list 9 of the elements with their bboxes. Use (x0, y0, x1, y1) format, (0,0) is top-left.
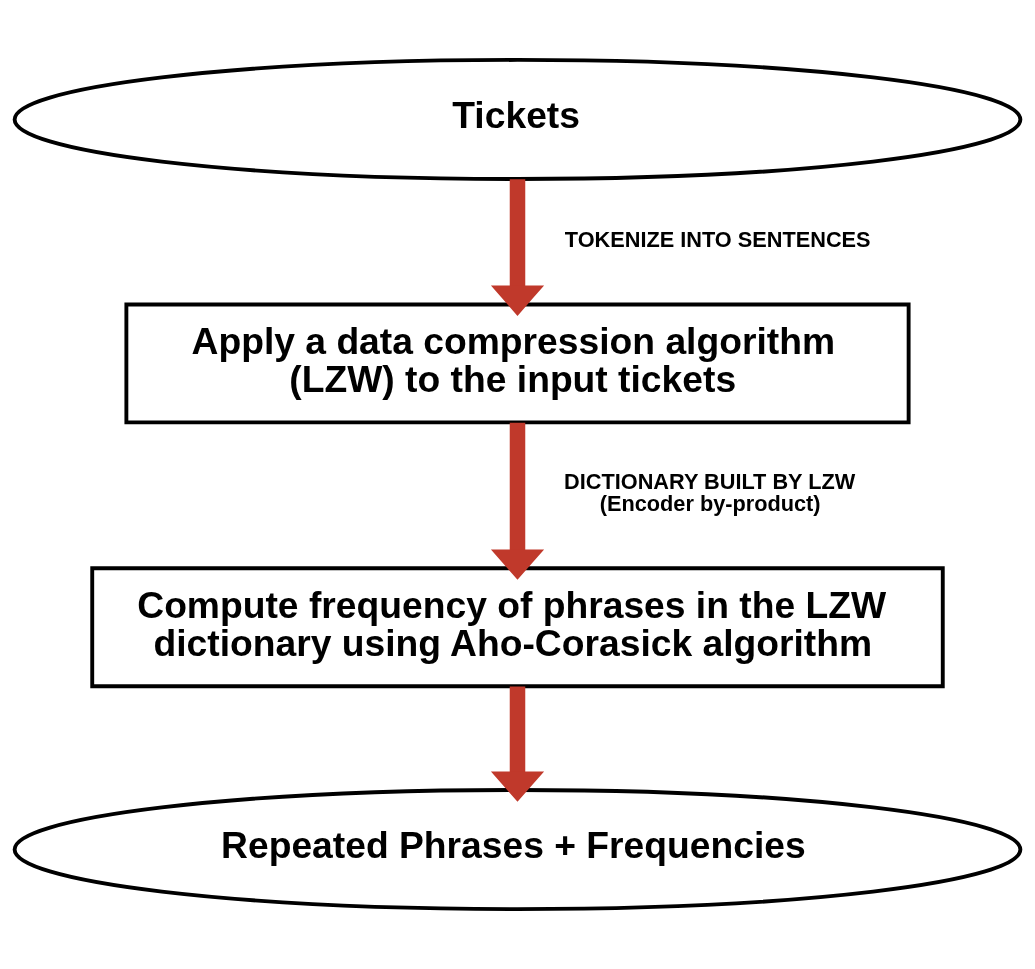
arrow (490, 686, 545, 802)
edge-label: TOKENIZE INTO SENTENCES (564, 226, 871, 252)
node-ellipse: Tickets (12, 58, 1023, 181)
arrow (490, 179, 545, 316)
node-box: Compute frequency of phrases in the LZW dictionary using Aho-Corasick algorithm (90, 566, 945, 689)
node-box: Apply a data compression algorithm (LZW) to the input tickets (124, 302, 911, 425)
node-ellipse: Repeated Phrases + Frequencies (12, 788, 1023, 912)
edge-label: DICTIONARY BUILT BY LZW (Encoder by-product) (564, 469, 856, 517)
arrow (490, 422, 545, 580)
